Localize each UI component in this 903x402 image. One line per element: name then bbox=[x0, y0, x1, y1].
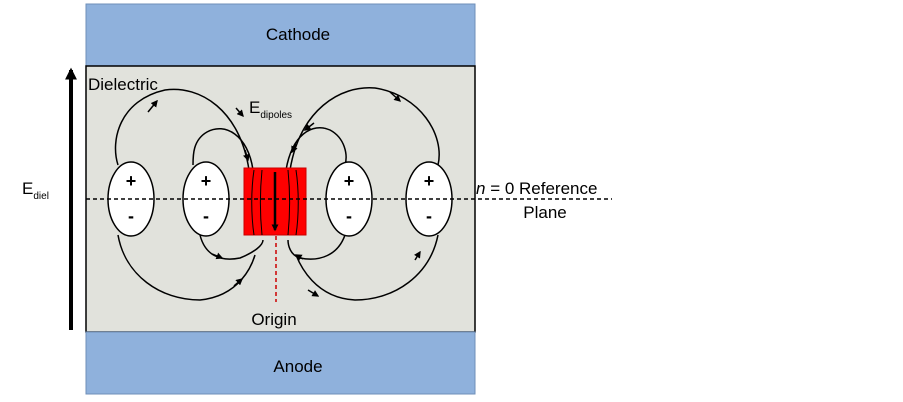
dielectric-field-label: Ediel bbox=[22, 179, 49, 202]
origin-label: Origin bbox=[251, 310, 296, 329]
dipole-negative: - bbox=[203, 206, 209, 226]
arrowhead bbox=[291, 143, 298, 154]
anode-label: Anode bbox=[273, 357, 322, 376]
arrowhead bbox=[211, 252, 224, 260]
field-lines-left bbox=[114, 88, 264, 301]
field-line-outer-left bbox=[114, 88, 256, 301]
field-line-arrowheads bbox=[147, 91, 421, 297]
cathode-plate bbox=[85, 3, 476, 67]
arrowhead bbox=[303, 122, 315, 131]
anode-plate bbox=[85, 331, 476, 395]
field-line-inner-left bbox=[192, 128, 264, 260]
dipole-positive: + bbox=[424, 171, 435, 191]
dipole-negative: - bbox=[128, 206, 134, 226]
arrowhead bbox=[389, 91, 402, 102]
reference-plane-label-line2: Plane bbox=[523, 203, 566, 222]
arrowhead bbox=[294, 254, 304, 261]
dipole-positive: + bbox=[344, 171, 355, 191]
cathode-label: Cathode bbox=[266, 25, 330, 44]
dielectric-label: Dielectric bbox=[88, 75, 158, 94]
arrowhead bbox=[307, 289, 320, 297]
dipole-field-label: Edipoles bbox=[249, 98, 292, 121]
arrowhead bbox=[414, 250, 421, 261]
dipole-negative: - bbox=[346, 206, 352, 226]
arrowhead bbox=[235, 107, 244, 118]
reference-plane-label: n = 0 Reference bbox=[476, 179, 597, 198]
dipole-negative: - bbox=[426, 206, 432, 226]
arrowhead bbox=[233, 278, 244, 287]
dipole-positive: + bbox=[201, 171, 212, 191]
central-dipole-field-lines bbox=[251, 169, 299, 236]
arrowhead bbox=[147, 99, 158, 113]
dipole-positive: + bbox=[126, 171, 137, 191]
arrowhead bbox=[243, 149, 250, 162]
